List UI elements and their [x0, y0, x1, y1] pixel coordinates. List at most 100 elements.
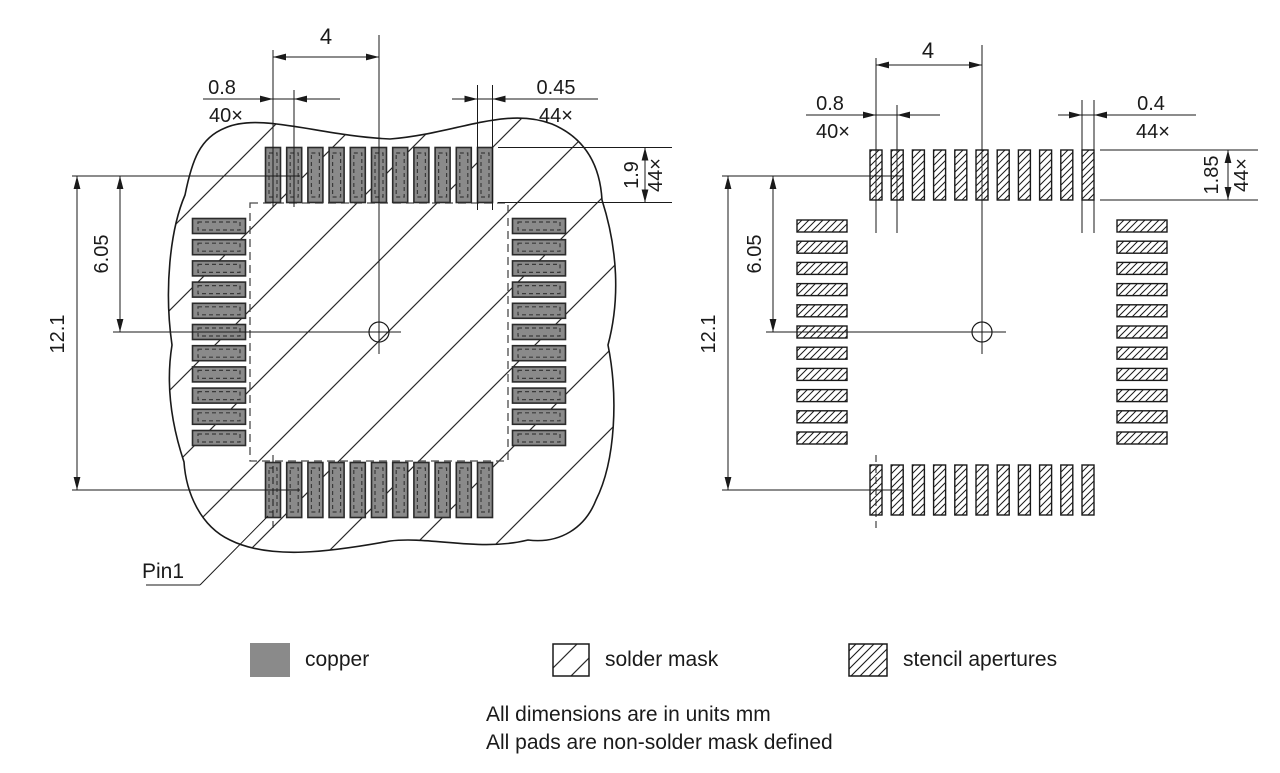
stencil-aperture-left — [796, 388, 848, 403]
legend-item-solder-mask: solder mask — [552, 643, 718, 677]
copper-pad-bottom — [413, 461, 430, 519]
dim-full-span-value-left: 12.1 — [47, 315, 69, 354]
board-blob-outline — [167, 117, 617, 554]
copper-pad-left — [191, 408, 247, 426]
copper-swatch — [250, 643, 290, 677]
copper-pad-left — [191, 217, 247, 235]
copper-pad-right — [511, 387, 567, 404]
stencil-aperture-top — [996, 149, 1010, 201]
aperture-outline-bottom — [395, 467, 405, 513]
solder-mask-swatch — [552, 643, 590, 677]
stencil-aperture-left — [796, 410, 848, 424]
dim-span-value-left: 4 — [320, 24, 332, 49]
stencil-aperture-left — [796, 219, 848, 233]
aperture-outline-bottom — [374, 467, 384, 513]
aperture-outline-left — [197, 221, 241, 231]
copper-pad-left — [191, 238, 247, 256]
copper-pad-left — [191, 387, 247, 404]
stencil-aperture-right — [1116, 219, 1168, 233]
copper-pad-top — [307, 146, 324, 204]
stencil-aperture-right — [1116, 261, 1168, 276]
aperture-outline-bottom — [416, 467, 426, 513]
copper-pad-bottom — [307, 461, 324, 519]
copper-pad-top — [328, 146, 345, 204]
stencil-aperture-top — [1017, 149, 1032, 201]
copper-pad-bottom — [455, 461, 473, 519]
aperture-outline-bottom — [332, 467, 342, 513]
aperture-outline-right — [517, 221, 561, 231]
dim-pitch-value-right: 0.8 — [816, 93, 844, 115]
aperture-outline-right — [517, 348, 561, 358]
aperture-outline-right — [517, 369, 561, 379]
center-mark-right — [958, 45, 1006, 354]
dim-pad-length-value-left: 1.9 — [621, 161, 643, 189]
dim-span-left: 4 — [272, 24, 379, 207]
dim-pitch-count-right: 40× — [816, 121, 850, 143]
stencil-aperture-right — [1116, 325, 1168, 339]
stencil-aperture-left — [796, 431, 848, 445]
aperture-outline-left — [197, 348, 241, 358]
aperture-outline-left — [197, 391, 241, 401]
aperture-outline-left — [197, 369, 241, 379]
stencil-aperture-bottom — [1081, 464, 1095, 516]
aperture-outline-top — [480, 152, 490, 198]
copper-pad-top — [455, 146, 473, 204]
copper-pad-left — [191, 366, 247, 383]
copper-pad-left — [191, 281, 247, 298]
copper-pad-right — [511, 238, 567, 256]
copper-pad-right — [511, 302, 567, 320]
legend-label-stencil-apertures: stencil apertures — [903, 648, 1058, 671]
aperture-outline-right — [517, 242, 561, 252]
drawing-notes: All dimensions are in units mm All pads … — [486, 701, 833, 757]
dim-half-span-value-left: 6.05 — [91, 235, 113, 274]
aperture-outline-right — [517, 391, 561, 401]
stencil-aperture-right — [1116, 367, 1168, 382]
stencil-aperture-bottom — [911, 464, 926, 516]
copper-pad-bottom — [328, 461, 345, 519]
aperture-outline-right — [517, 263, 561, 273]
copper-pad-right — [511, 344, 567, 362]
aperture-outline-left — [197, 242, 241, 252]
aperture-outline-bottom — [459, 467, 469, 513]
copper-pad-left — [191, 429, 247, 447]
copper-pad-right — [511, 408, 567, 426]
legend-label-copper: copper — [305, 648, 370, 671]
solder-mask-region — [167, 117, 617, 554]
stencil-aperture-right — [1116, 240, 1168, 254]
copper-pad-right — [511, 281, 567, 298]
aperture-outline-right — [517, 412, 561, 422]
copper-pad-bottom — [434, 461, 451, 519]
dim-aperture-width-count-right: 44× — [1136, 121, 1170, 143]
stencil-aperture-bottom — [1038, 464, 1053, 516]
aperture-outline-right — [517, 285, 561, 295]
dim-pad-length-count-left: 44× — [645, 158, 667, 192]
aperture-outline-right — [517, 433, 561, 443]
aperture-outline-top — [310, 152, 320, 198]
stencil-aperture-top — [1081, 149, 1095, 201]
copper-pad-top — [349, 146, 367, 204]
legend-item-copper: copper — [250, 643, 369, 677]
copper-pad-left — [191, 260, 247, 277]
copper-pad-right — [511, 429, 567, 447]
aperture-outline-left — [197, 433, 241, 443]
stencil-aperture-bottom — [996, 464, 1010, 516]
stencil-aperture-top — [911, 149, 926, 201]
copper-pad-left — [191, 302, 247, 320]
note-units: All dimensions are in units mm — [486, 703, 771, 726]
stencil-aperture-right — [1116, 388, 1168, 403]
dim-span-right: 4 — [875, 38, 982, 233]
copper-pad-bottom — [370, 461, 388, 519]
aperture-outline-left — [197, 412, 241, 422]
stencil-aperture-bottom — [1060, 464, 1074, 516]
dim-pad-width-value-left: 0.45 — [537, 77, 576, 99]
stencil-aperture-right — [1116, 410, 1168, 424]
aperture-outline-bottom — [480, 467, 490, 513]
dim-aperture-length-count-right: 44× — [1231, 158, 1253, 192]
copper-pad-right — [511, 323, 567, 341]
stencil-aperture-bottom — [954, 464, 968, 516]
pin1-label: Pin1 — [142, 560, 184, 583]
